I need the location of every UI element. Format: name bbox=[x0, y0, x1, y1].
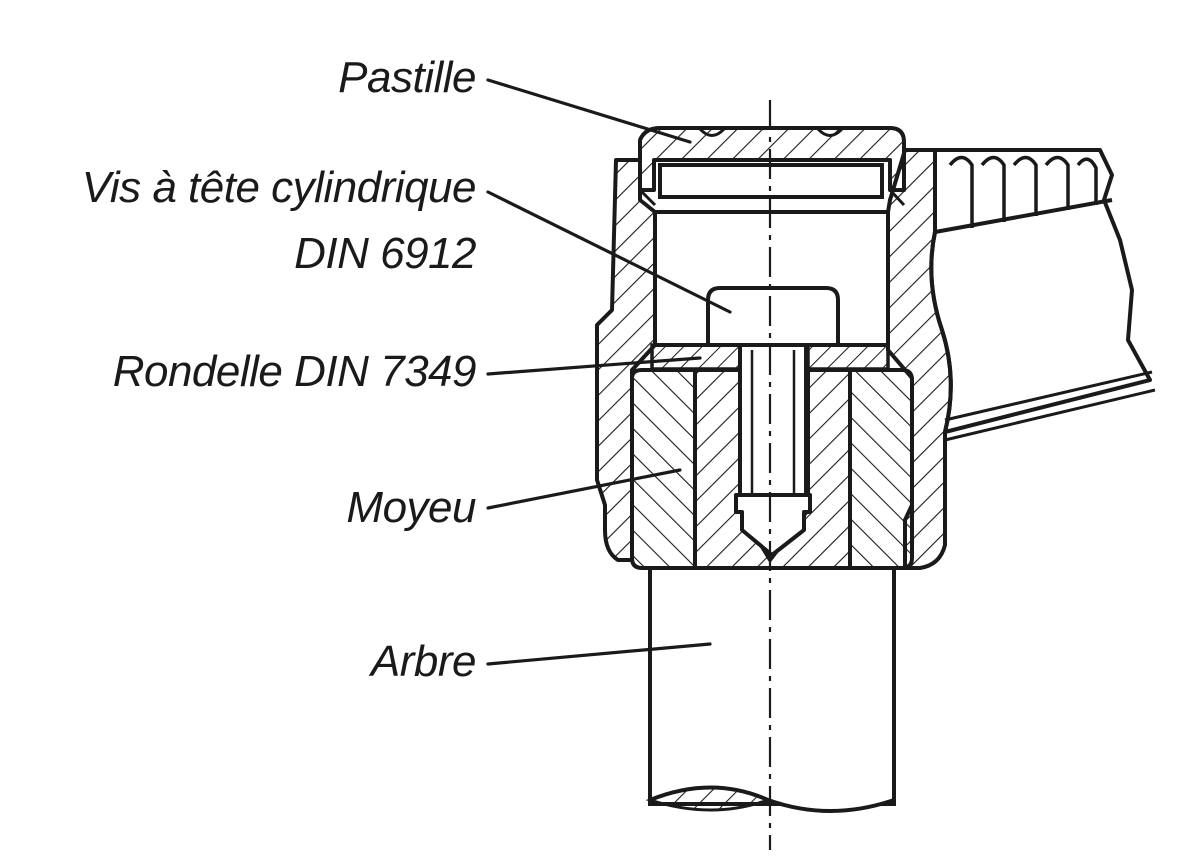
label-vis-line2: DIN 6912 bbox=[294, 229, 476, 278]
label-pastille: Pastille bbox=[338, 53, 476, 102]
label-rondelle: Rondelle DIN 7349 bbox=[112, 347, 477, 396]
leader-pastille bbox=[486, 78, 692, 144]
leader-vis bbox=[486, 190, 732, 314]
leader-lines bbox=[486, 78, 732, 666]
cap-screw bbox=[706, 286, 840, 557]
label-vis-line1: Vis à tête cylindrique bbox=[81, 163, 477, 212]
leader-arbre bbox=[486, 642, 712, 666]
cap-pastille bbox=[638, 126, 906, 207]
leader-moyeu bbox=[486, 468, 682, 510]
knob-housing bbox=[595, 148, 953, 570]
label-moyeu: Moyeu bbox=[346, 483, 476, 532]
shaft bbox=[645, 566, 896, 813]
leader-rondelle bbox=[486, 356, 702, 376]
label-arbre: Arbre bbox=[370, 637, 477, 686]
